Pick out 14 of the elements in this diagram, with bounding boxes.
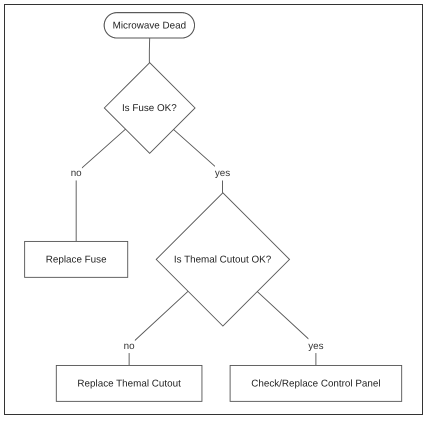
connector xyxy=(149,38,150,64)
edge-label: no xyxy=(124,340,135,352)
connector xyxy=(129,290,189,366)
node-diamond: Is Themal Cutout OK? xyxy=(156,192,290,327)
node-diamond: Is Fuse OK? xyxy=(104,62,196,154)
edge-label: no xyxy=(71,167,82,178)
node-box: Check/Replace Control Panel xyxy=(230,365,402,402)
edge-label: yes xyxy=(308,340,324,352)
edge-label: yes xyxy=(215,167,231,178)
connector xyxy=(257,290,317,366)
connector xyxy=(76,128,126,242)
connector xyxy=(173,128,224,194)
node-box: Replace Themal Cutout xyxy=(56,365,203,402)
node-box: Replace Fuse xyxy=(24,240,129,278)
